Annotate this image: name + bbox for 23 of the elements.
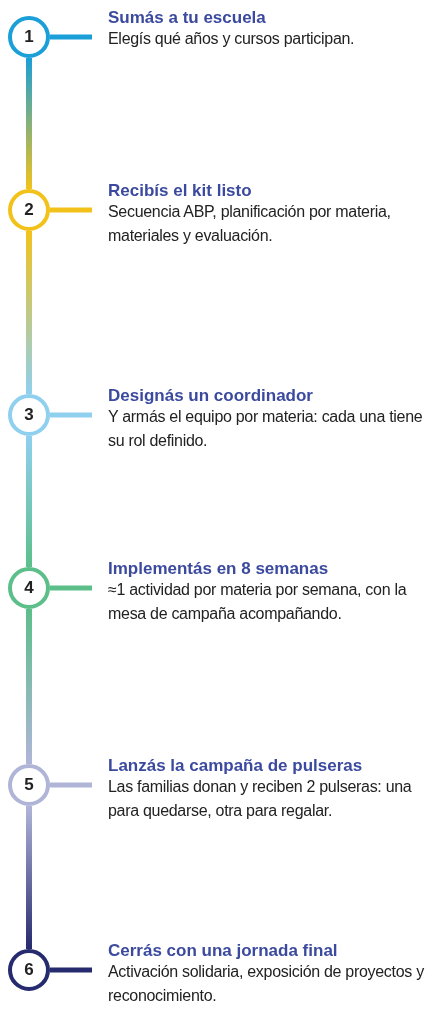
timeline-line [26,436,32,567]
step-description: Elegís qué años y cursos participan. [108,29,356,49]
step-heading: Lanzás la campaña de pulseras [108,755,364,776]
timeline-line [26,231,32,394]
step-number-circle: 4 [8,567,50,609]
step-number-circle: 6 [8,949,50,991]
step-heading: Cerrás con una jornada final [108,940,339,961]
step-number-circle: 2 [8,189,50,231]
step-number-circle: 5 [8,764,50,806]
timeline-line [26,609,32,764]
step-heading: Designás un coordinador [108,385,314,406]
step-description: Secuencia ABP, planificación por materia, materiales y evaluación. [108,202,392,246]
step-description: Y armás el equipo por materia: cada una tiene su rol definido. [108,407,424,451]
step-number-circle: 3 [8,394,50,436]
timeline-line [26,58,32,189]
step-description: ≈1 actividad por materia por semana, con la mesa de campaña acompañando. [108,580,408,624]
step-number-circle: 1 [8,16,50,58]
step-heading: Recibís el kit listo [108,180,253,201]
step-description: Las familias donan y reciben 2 pulseras: una para quedarse, otra para regalar. [108,777,413,821]
step-heading: Implementás en 8 semanas [108,558,330,579]
step-description: Activación solidaria, exposición de proyectos y reconocimiento. [108,962,425,1006]
timeline-line [26,806,32,949]
step-heading: Sumás a tu escuela [108,7,267,28]
